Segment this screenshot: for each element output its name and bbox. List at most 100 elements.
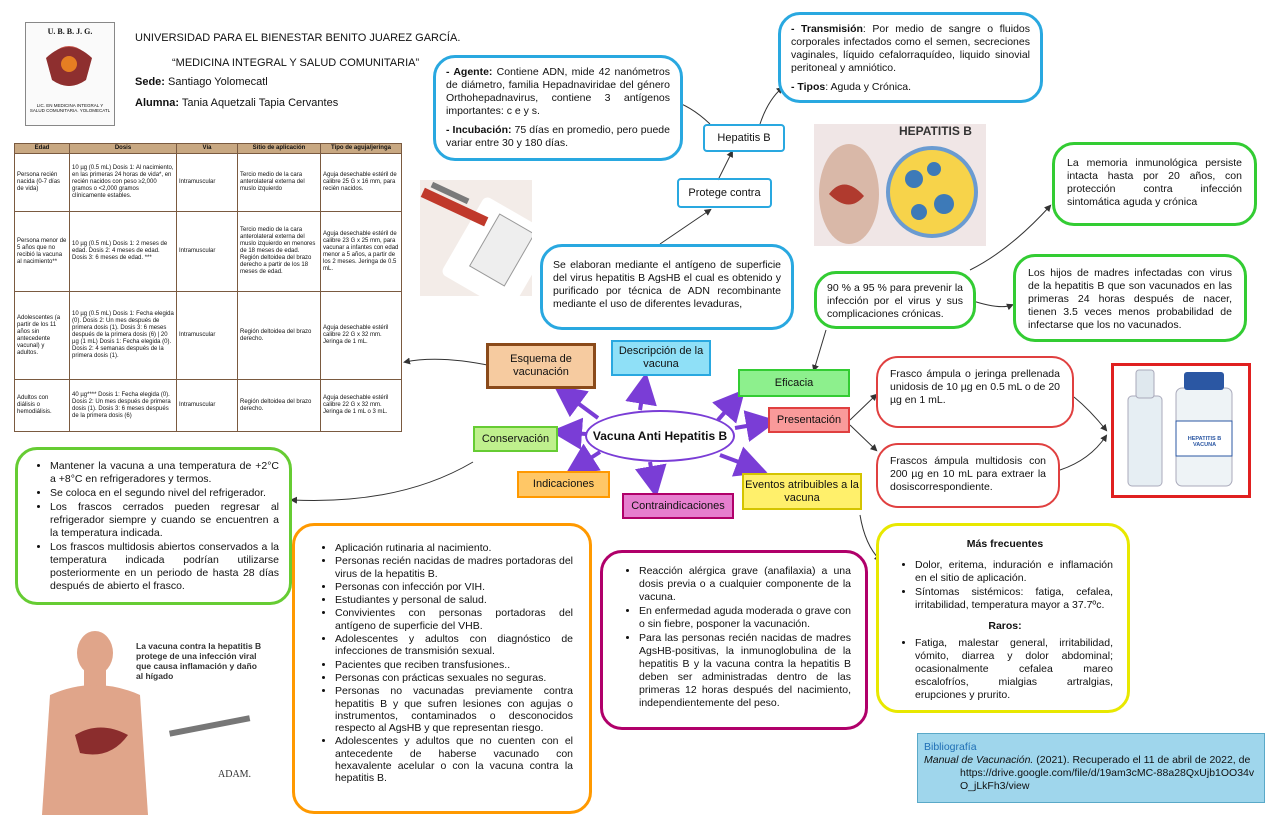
incubacion-label: - Incubación: xyxy=(446,124,512,136)
cell-aguja: Aguja desechable estéril de calibre 25 G… xyxy=(320,153,402,212)
list-item: En enfermedad aguda moderada o grave con… xyxy=(639,605,851,631)
eagle-emblem-icon xyxy=(46,46,92,86)
node-protege: Protege contra xyxy=(677,178,772,208)
list-item: Pacientes que reciben transfusiones.. xyxy=(335,659,573,671)
list-item: Estudiantes y personal de salud. xyxy=(335,594,573,606)
agente-label: - Agente: xyxy=(446,66,493,78)
list-item: Personas no vacunadas previamente contra… xyxy=(335,685,573,734)
node-indicaciones: Indicaciones xyxy=(517,471,610,498)
list-item: Dolor, eritema, induración e inflamación… xyxy=(915,559,1113,585)
bibliografia-title: Bibliografía xyxy=(924,741,977,753)
liver-virus-icon xyxy=(819,144,978,244)
alumna-line: Alumna: Tania Aquetzali Tapia Cervantes xyxy=(135,97,338,109)
frasco-unidosis-box: Frasco ámpula o jeringa prellenada unido… xyxy=(876,356,1074,428)
node-descripcion: Descripción de la vacuna xyxy=(611,340,711,376)
adam-logo: ADAM. xyxy=(218,769,252,780)
list-item: Para las personas recién nacidas de madr… xyxy=(639,632,851,710)
cell-edad: Adolescentes (a partir de los 11 años si… xyxy=(14,291,70,380)
cell-aguja: Aguja desechable estéril calibre 22 G x … xyxy=(320,379,402,432)
list-item: Personas con infección por VIH. xyxy=(335,581,573,593)
cell-sitio: Tercio medio de la cara anterolateral ex… xyxy=(237,211,321,292)
list-item: Los frascos cerrados pueden regresar al … xyxy=(50,501,279,540)
indicaciones-box: Aplicación rutinaria al nacimiento. Pers… xyxy=(292,523,592,814)
conservacion-box: Mantener la vacuna a una temperatura de … xyxy=(15,447,292,605)
list-item: Se coloca en el segundo nivel del refrig… xyxy=(50,487,279,500)
hepatitis-image-title: HEPATITIS B xyxy=(899,124,972,138)
alumna-label: Alumna: xyxy=(135,97,179,109)
vaccine-vial-photo: HEPATITIS B VACUNA xyxy=(1111,363,1251,498)
vial-icon xyxy=(1127,369,1233,487)
program-name: “MEDICINA INTEGRAL Y SALUD COMUNITARIA” xyxy=(172,57,420,69)
node-hepatitisb: Hepatitis B xyxy=(703,124,785,152)
list-item: Aplicación rutinaria al nacimiento. xyxy=(335,542,573,554)
node-eficacia: Eficacia xyxy=(738,369,850,397)
cell-edad: Persona recién nacida (0-7 días de vida) xyxy=(14,153,70,212)
node-contraindicaciones: Contraindicaciones xyxy=(622,493,734,519)
hijos-box: Los hijos de madres infectadas con virus… xyxy=(1013,254,1247,342)
center-node-vacuna: Vacuna Anti Hepatitis B xyxy=(585,410,735,462)
logo-bottom-text: LIC. EN MEDICINA INTEGRAL Y SALUD COMUNI… xyxy=(29,103,111,113)
incubacion-line: - Incubación: 75 días en promedio, pero … xyxy=(446,124,670,150)
sede-line: Sede: Santiago Yolomecatl xyxy=(135,76,268,88)
list-item: Mantener la vacuna a una temperatura de … xyxy=(50,460,279,486)
cell-via: Intramuscular xyxy=(176,153,238,212)
sede-label: Sede: xyxy=(135,76,165,88)
bibliografia-entry: Manual de Vacunación. (2021). Recuperado… xyxy=(924,754,1258,767)
bibliografia-text: (2021). Recuperado el 11 de abril de 202… xyxy=(1033,754,1251,766)
transmision-line: - Transmisión: Por medio de sangre o flu… xyxy=(791,23,1030,75)
incubacion-text: 75 días en promedio, pero puede variar e… xyxy=(446,124,670,149)
table-row: Adolescentes (a partir de los 11 años si… xyxy=(14,291,402,380)
frasco-multidosis-box: Frascos ámpula multidosis con 200 µg en … xyxy=(876,443,1060,508)
table-row: Adultos con diálisis o hemodiálisis. 40 … xyxy=(14,379,402,432)
table-header-row: Edad Dosis Vía Sitio de aplicación Tipo … xyxy=(14,143,402,154)
agente-line: - Agente: Contiene ADN, mide 42 nanómetr… xyxy=(446,66,670,118)
table-row: Persona menor de 5 años que no recibió l… xyxy=(14,211,402,292)
cell-sitio: Tercio medio de la cara anterolateral ex… xyxy=(237,153,321,212)
conservacion-list: Mantener la vacuna a una temperatura de … xyxy=(32,460,279,593)
bibliografia-source: Manual de Vacunación. xyxy=(924,754,1034,766)
cell-dosis: 10 µg (0.5 mL) Dosis 1: Fecha elegida (0… xyxy=(69,291,177,380)
memoria-box: La memoria inmunológica persiste intacta… xyxy=(1052,142,1257,226)
list-item: Personas recién nacidas de madres portad… xyxy=(335,555,573,580)
list-item: Convivientes con personas portadoras del… xyxy=(335,607,573,632)
raros-list: Fatiga, malestar general, irritabilidad,… xyxy=(897,637,1113,702)
list-item: Síntomas sistémicos: fatiga, cefalea, ir… xyxy=(915,586,1113,612)
list-item: Fatiga, malestar general, irritabilidad,… xyxy=(915,637,1113,702)
agente-box: - Agente: Contiene ADN, mide 42 nanómetr… xyxy=(433,55,683,161)
logo-top-text: U. B. B. J. G. xyxy=(47,27,93,36)
node-presentacion: Presentación xyxy=(768,407,850,433)
node-esquema: Esquema de vacunación xyxy=(486,343,596,389)
bibliografia-box: Bibliografía Manual de Vacunación. (2021… xyxy=(917,733,1265,803)
list-item: Personas con prácticas sexuales no segur… xyxy=(335,672,573,684)
university-logo: U. B. B. J. G. LIC. EN MEDICINA INTEGRAL… xyxy=(25,22,115,126)
alumna-value: Tania Aquetzali Tapia Cervantes xyxy=(179,97,339,109)
cell-via: Intramuscular xyxy=(176,291,238,380)
contraindicaciones-box: Reacción alérgica grave (anafilaxia) a u… xyxy=(600,550,868,730)
frecuentes-title: Más frecuentes xyxy=(966,538,1044,550)
vaccination-schedule-table: Edad Dosis Vía Sitio de aplicación Tipo … xyxy=(14,143,402,432)
agente-text: Contiene ADN, mide 42 nanómetros de diám… xyxy=(446,66,670,117)
tipos-line: - Tipos: Aguda y Crónica. xyxy=(791,81,1030,94)
cell-dosis: 40 µg**** Dosis 1: Fecha elegida (0). Do… xyxy=(69,379,177,432)
node-conservacion: Conservación xyxy=(473,426,558,452)
cell-sitio: Región deltoidea del brazo derecho. xyxy=(237,291,321,380)
cell-edad: Adultos con diálisis o hemodiálisis. xyxy=(14,379,70,432)
hepatitis-b-image: HEPATITIS B xyxy=(814,124,986,246)
vial-label: HEPATITIS B VACUNA xyxy=(1187,436,1222,448)
transmision-label: - Transmisión xyxy=(791,23,863,35)
tipos-label: - Tipos xyxy=(791,81,826,93)
eventos-box: Más frecuentes Dolor, eritema, induració… xyxy=(876,523,1130,713)
syringe-vial-icon xyxy=(420,181,532,296)
cell-aguja: Aguja desechable estéril de calibre 23 G… xyxy=(320,211,402,292)
frecuentes-list: Dolor, eritema, induración e inflamación… xyxy=(897,559,1113,612)
liver-caption: La vacuna contra la hepatitis B protege … xyxy=(136,641,262,681)
contraindicaciones-list: Reacción alérgica grave (anafilaxia) a u… xyxy=(621,565,851,710)
tipos-text: : Aguda y Crónica. xyxy=(825,81,912,93)
university-name: UNIVERSIDAD PARA EL BIENESTAR BENITO JUA… xyxy=(135,32,461,44)
sede-value: Santiago Yolomecatl xyxy=(164,76,268,88)
transmision-box: - Transmisión: Por medio de sangre o flu… xyxy=(778,12,1043,103)
cell-edad: Persona menor de 5 años que no recibió l… xyxy=(14,211,70,292)
bibliografia-url[interactable]: https://drive.google.com/file/d/19am3cMC… xyxy=(960,767,1255,792)
cell-dosis: 10 µg (0.5 mL) Dosis 1: 2 meses de edad.… xyxy=(69,211,177,292)
raros-title: Raros: xyxy=(988,620,1022,632)
